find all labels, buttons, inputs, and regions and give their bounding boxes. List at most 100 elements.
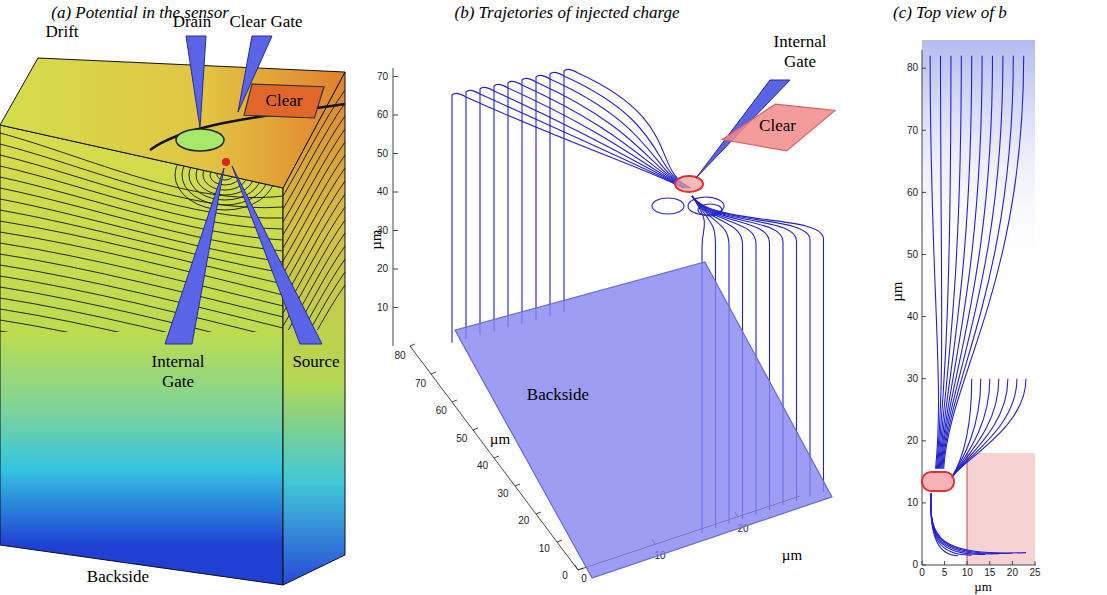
tick-label: 20 — [907, 435, 918, 447]
tick-label: 0 — [912, 559, 918, 571]
tick-label: 20 — [1007, 567, 1018, 579]
tick-label-holder: 20 — [907, 435, 918, 447]
clear-region-shape — [722, 104, 835, 151]
panel-title: (c) Top view of b — [893, 3, 1007, 23]
tick-label-holder: 0 — [919, 567, 925, 579]
tick-mark — [944, 561, 945, 565]
tick-label: 60 — [907, 187, 918, 199]
trajectory — [698, 204, 722, 216]
tick-label-holder: 70 — [377, 71, 388, 83]
region-label-holder: Backside — [87, 567, 149, 587]
tick-mark — [1012, 561, 1013, 565]
tick-mark — [515, 484, 520, 486]
drain-region — [176, 129, 224, 151]
tick-label: 25 — [1029, 567, 1040, 579]
region-label: Source — [292, 352, 339, 372]
tick-label: 5 — [942, 567, 948, 579]
region-label-holder: Clear — [266, 91, 303, 111]
trajectory — [931, 494, 1013, 554]
tick-label-holder: 10 — [539, 543, 550, 555]
axes-2d — [922, 50, 1036, 565]
tick-mark — [922, 316, 926, 317]
axis-unit: µm — [490, 431, 510, 448]
trajectory — [941, 56, 993, 469]
tick-label-holder: 0 — [912, 559, 918, 571]
tick-label: 15 — [984, 567, 995, 579]
tick-mark — [410, 344, 415, 346]
tick-label-holder: 25 — [1029, 567, 1040, 579]
tick-mark — [989, 561, 990, 565]
tick-label-holder: 50 — [377, 148, 388, 160]
tick-label: 10 — [907, 497, 918, 509]
clear-region — [967, 453, 1035, 565]
tick-mark — [536, 512, 541, 514]
tick-label-holder: 60 — [907, 187, 918, 199]
tick-label: 10 — [962, 567, 973, 579]
trajectory — [951, 379, 1026, 478]
region-label-holder: Backside — [527, 385, 589, 405]
contour-line — [0, 144, 283, 208]
tick-mark — [922, 440, 926, 441]
region-label: Drain — [173, 12, 212, 32]
region-label: Backside — [87, 567, 149, 587]
tick-label: 0 — [562, 570, 568, 582]
backside-plane-shape — [455, 262, 832, 578]
axis-unit-holder: µm — [974, 580, 992, 595]
tick-label-holder: 20 — [1007, 567, 1018, 579]
tick-mark — [494, 456, 499, 458]
tick-mark — [473, 428, 478, 430]
contour-line — [0, 232, 283, 295]
tick-label-holder: 80 — [907, 62, 918, 74]
tick-label: 80 — [394, 350, 405, 362]
sensor-block — [0, 58, 345, 585]
region-label: Backside — [527, 385, 589, 405]
tick-label: 40 — [377, 186, 388, 198]
tick-label-holder: 60 — [436, 405, 447, 417]
trajectory — [931, 494, 1026, 553]
tick-mark — [393, 153, 398, 154]
tick-label-holder: 70 — [415, 378, 426, 390]
tick-mark — [575, 565, 578, 570]
axis-unit: µm — [974, 580, 992, 595]
tick-mark — [1035, 561, 1036, 565]
region-label-holder: Internal Gate — [764, 32, 836, 71]
tick-label-holder: 10 — [377, 302, 388, 314]
tick-label-holder: 0 — [562, 570, 568, 582]
tick-label: 10 — [539, 543, 550, 555]
tick-label: 70 — [907, 125, 918, 137]
trajectory — [944, 56, 1024, 469]
tick-mark — [922, 254, 926, 255]
region-label-holder: Source — [292, 352, 339, 372]
axis-unit-holder: µm — [782, 547, 802, 564]
block-top-face — [0, 58, 345, 188]
tick-mark — [967, 561, 968, 565]
tick-label: 50 — [377, 148, 388, 160]
tick-label-holder: 10 — [907, 497, 918, 509]
backside-plane-outline — [450, 258, 835, 583]
tick-mark — [922, 192, 926, 193]
tick-mark — [393, 192, 398, 193]
region-label: Internal Gate — [764, 32, 836, 71]
region-label-holder: Internal Gate — [142, 352, 214, 391]
tick-mark — [922, 378, 926, 379]
tick-label: 0 — [581, 573, 587, 585]
region-label: Clear — [266, 91, 303, 111]
tick-label: 30 — [377, 225, 388, 237]
tick-label-holder: 60 — [377, 109, 388, 121]
contour-line — [0, 221, 283, 284]
tick-label: 40 — [477, 460, 488, 472]
region-label: Internal Gate — [142, 352, 214, 391]
contour-line — [0, 331, 283, 394]
trajectory — [942, 56, 1003, 469]
tick-mark — [431, 372, 436, 374]
tick-mark — [393, 307, 398, 308]
region-label-holder: Drain — [173, 12, 212, 32]
backside-plane: Backside — [450, 258, 835, 583]
contour-line — [217, 170, 233, 180]
tick-label-holder: 15 — [984, 567, 995, 579]
axis-unit-holder: µm — [888, 282, 905, 302]
axis-unit-holder: µm — [490, 431, 510, 448]
contour-line — [182, 145, 268, 205]
trajectory — [930, 56, 938, 469]
